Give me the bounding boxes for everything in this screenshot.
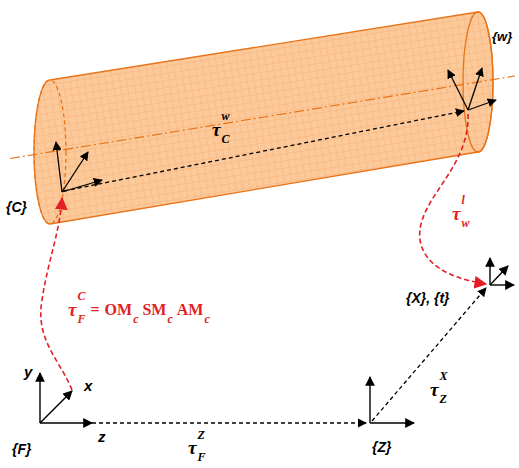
- axis-label: z: [98, 429, 106, 444]
- axis-centerline: [10, 76, 515, 159]
- matrix-name: OM: [105, 302, 133, 318]
- matrix-name: SM: [142, 302, 166, 318]
- transform-symbol: τ: [212, 120, 220, 139]
- matrix-name: AM: [177, 302, 204, 318]
- cylinder: [10, 12, 515, 224]
- transform-symbol: τ: [68, 300, 76, 319]
- subscript: c: [204, 313, 209, 325]
- subscript: w: [461, 217, 469, 229]
- transform-curve: [41, 198, 72, 390]
- transform-arrow: [64, 111, 464, 191]
- frame-label: {C}: [6, 200, 27, 214]
- subscript: c: [133, 313, 138, 325]
- superscript: X: [439, 370, 447, 382]
- superscript: C: [77, 290, 85, 302]
- subscript: F: [197, 451, 205, 463]
- transform-curve: [420, 114, 486, 284]
- frame-label: {w}: [492, 30, 512, 43]
- frame-label: {X}, {t}: [406, 291, 450, 305]
- subscript: C: [221, 133, 229, 145]
- operator-text: =: [90, 302, 99, 318]
- superscript: l: [461, 194, 464, 206]
- transform-symbol: τ: [452, 204, 460, 223]
- frame-x-axes: [490, 258, 514, 285]
- subscript: Z: [439, 393, 446, 405]
- transform-arrow: [92, 422, 366, 423]
- frame-label: {Z}: [372, 440, 391, 454]
- transform-arrow: [372, 288, 486, 421]
- axis-label: y: [24, 364, 32, 379]
- transform-symbol: τ: [188, 438, 196, 457]
- subscript: c: [167, 313, 172, 325]
- frame-w-axes: [448, 68, 496, 110]
- frame-z-axes: [370, 377, 414, 423]
- frame-label: {F}: [12, 442, 31, 456]
- frame-f-axes: [40, 373, 92, 423]
- superscript: Z: [197, 429, 204, 441]
- subscript: F: [77, 313, 85, 325]
- axis-label: x: [84, 378, 92, 393]
- superscript: w: [221, 110, 229, 122]
- transform-symbol: τ: [430, 380, 438, 399]
